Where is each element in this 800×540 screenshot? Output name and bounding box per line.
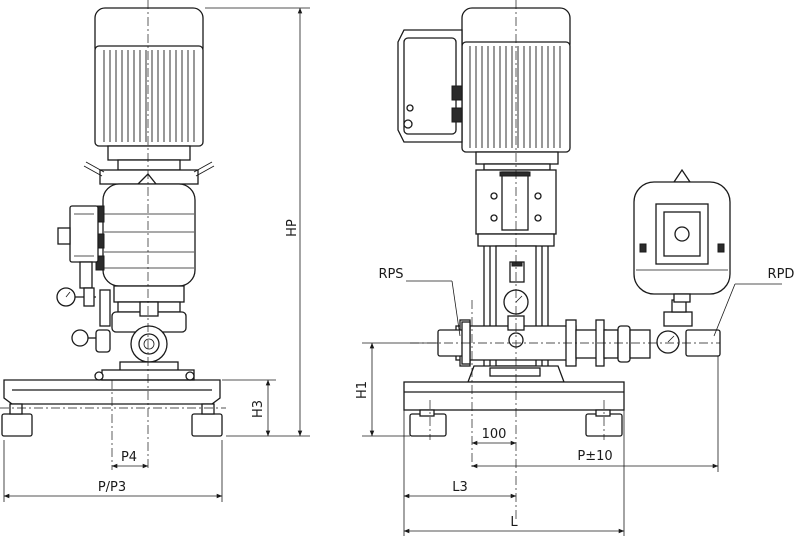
label-p-tol: P±10 [577,449,612,464]
dimension-labels: HP H3 P4 P/P3 RPS RPD H1 100 P±10 L3 L [98,219,795,530]
vessel-front [633,168,731,303]
label-rpd: RPD [768,267,795,282]
motor-fins [103,50,195,142]
gauge-left [56,287,111,353]
label-l3: L3 [452,480,468,495]
vessel-side [95,173,196,287]
base-frame-side [1,379,223,437]
motor-front [397,7,571,171]
label-p4: P4 [121,450,137,465]
label-rps: RPS [378,267,403,282]
side-view [0,0,226,470]
label-l: L [510,515,518,530]
label-hp: HP [285,219,300,237]
discharge-collector [575,299,721,367]
label-100: 100 [482,427,507,442]
pressure-switch-side [57,205,99,289]
lantern-front [475,169,557,247]
base-frame-front [403,381,625,437]
label-h1: H1 [355,381,370,399]
front-view [397,0,731,520]
motor-side [83,7,215,185]
label-h3: H3 [251,400,266,418]
dimensions [3,7,782,536]
label-p-p3: P/P3 [98,480,126,495]
motor-fins [469,46,561,148]
